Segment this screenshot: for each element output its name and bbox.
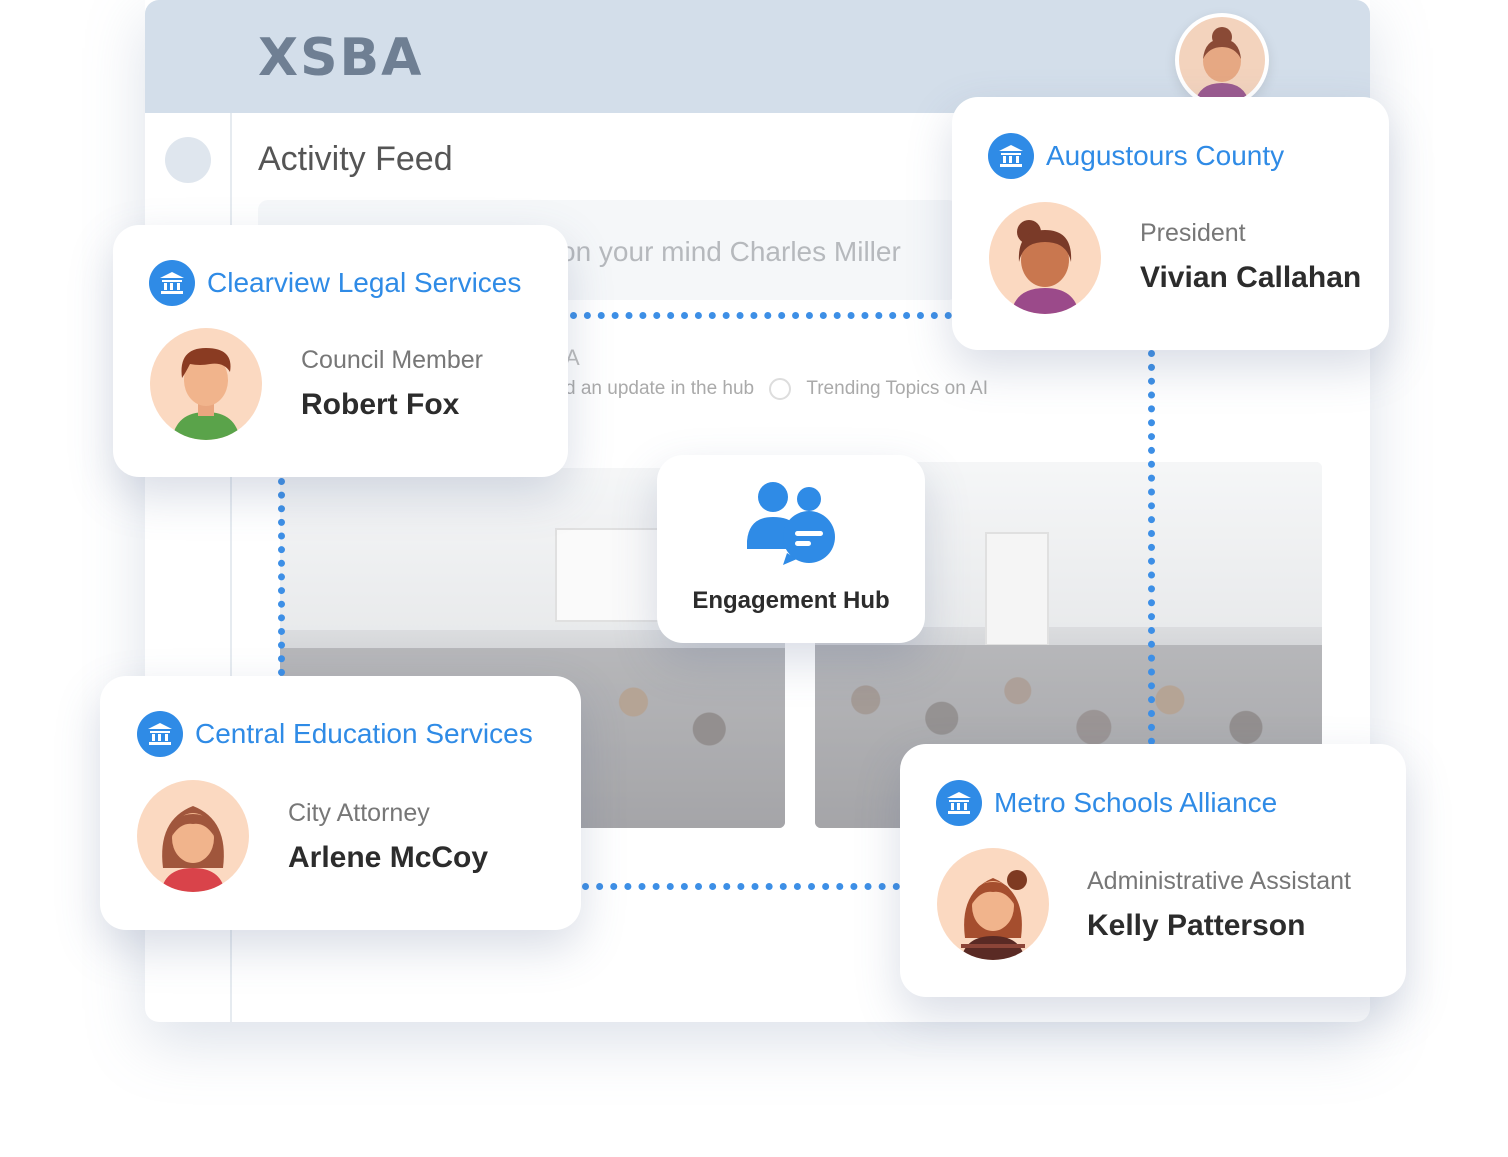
page-title: Activity Feed [258, 140, 453, 178]
connector-line [582, 883, 900, 890]
member-name: Kelly Patterson [1087, 909, 1306, 942]
connector-line [278, 478, 285, 676]
org-name[interactable]: Clearview Legal Services [207, 267, 522, 298]
org-name[interactable]: Central Education Services [195, 718, 533, 749]
member-card[interactable]: Clearview Legal Services Council Member … [113, 225, 568, 477]
member-avatar [937, 848, 1049, 960]
separator-icon [769, 378, 792, 400]
user-avatar[interactable] [1175, 13, 1269, 107]
member-card[interactable]: Central Education Services City Attorney… [100, 676, 581, 930]
connector-line [570, 312, 952, 319]
engagement-hub-card[interactable]: Engagement Hub [657, 455, 925, 643]
sidebar-divider [230, 113, 232, 1022]
member-name: Arlene McCoy [288, 841, 489, 874]
org-name[interactable]: Augustours County [1046, 140, 1285, 171]
member-card[interactable]: Metro Schools Alliance Administrative As… [900, 744, 1406, 997]
post-author: A [565, 345, 580, 370]
chat-people-icon [747, 481, 837, 570]
institution-icon [936, 780, 982, 826]
hub-label: Engagement Hub [692, 587, 890, 614]
member-card[interactable]: Augustours County President Vivian Calla… [952, 97, 1389, 350]
member-name: Robert Fox [301, 388, 460, 421]
institution-icon [149, 260, 195, 306]
top-bar: XSBA [145, 0, 1370, 113]
member-avatar [989, 202, 1101, 314]
app-logo[interactable]: XSBA [258, 28, 424, 88]
connector-line [1148, 350, 1155, 745]
sidebar-nav-icon[interactable] [165, 137, 211, 183]
member-name: Vivian Callahan [1140, 261, 1362, 294]
post-meta-text: d an update in the hub [565, 378, 755, 400]
member-role: City Attorney [288, 799, 430, 827]
member-avatar [137, 780, 249, 892]
post-topic-link[interactable]: Trending Topics on AI [806, 378, 988, 400]
composer-placeholder[interactable]: on your mind Charles Miller [560, 236, 901, 267]
member-role: Administrative Assistant [1087, 867, 1351, 895]
member-role: President [1140, 219, 1246, 247]
institution-icon [137, 711, 183, 757]
org-name[interactable]: Metro Schools Alliance [994, 787, 1278, 818]
institution-icon [988, 133, 1034, 179]
member-avatar [150, 328, 262, 440]
member-role: Council Member [301, 346, 484, 374]
post-meta: d an update in the hub Trending Topics o… [565, 378, 988, 400]
